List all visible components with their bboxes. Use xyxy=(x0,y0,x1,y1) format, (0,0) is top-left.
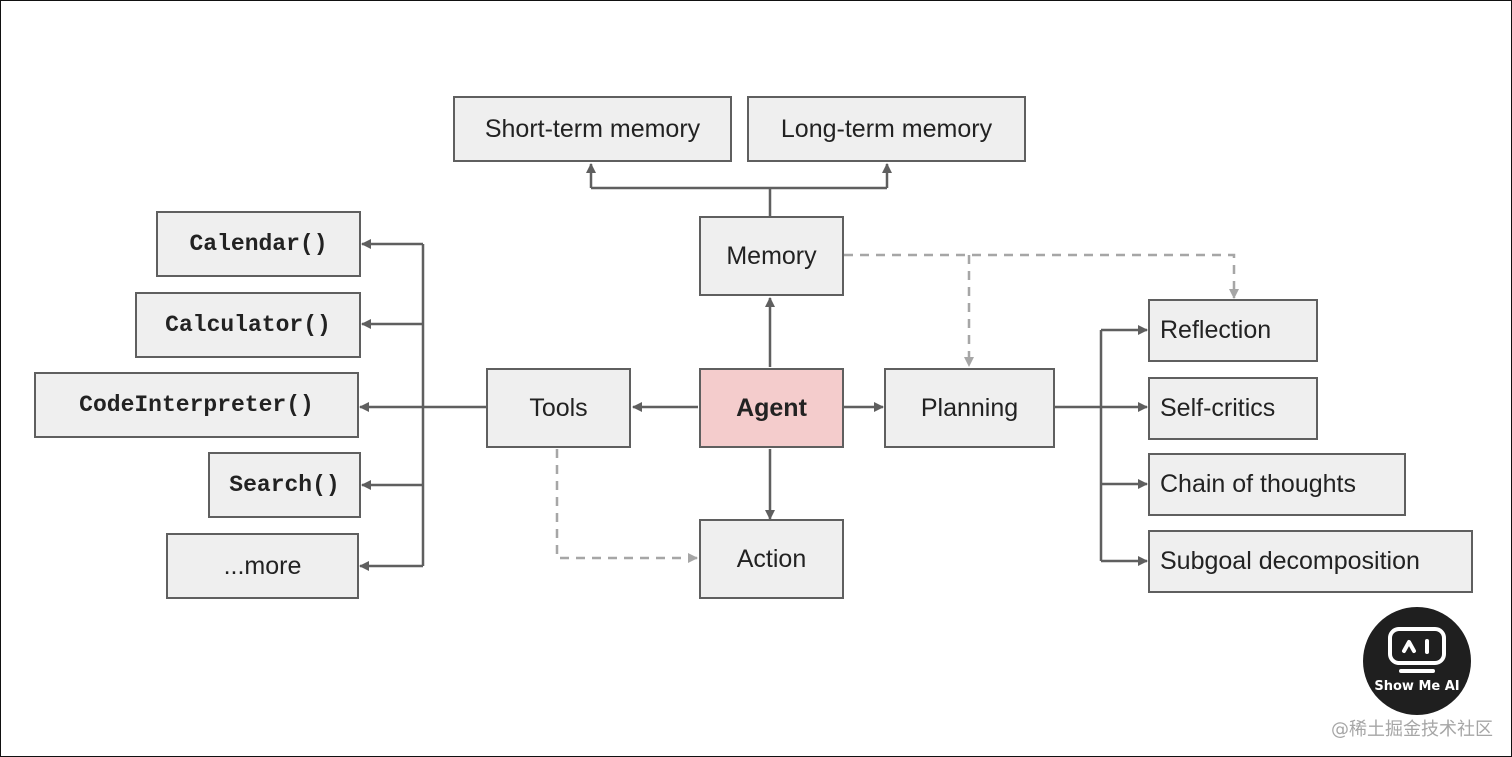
show-me-ai-logo: Show Me AI xyxy=(1363,607,1471,715)
subgoal-decomposition-node: Subgoal decomposition xyxy=(1148,530,1473,593)
agent-node: Agent xyxy=(699,368,844,448)
short-term-memory-node: Short-term memory xyxy=(453,96,732,162)
calculator-tool-node: Calculator() xyxy=(135,292,361,358)
calendar-tool-node: Calendar() xyxy=(156,211,361,277)
more-tools-node: ...more xyxy=(166,533,359,599)
search-tool-node: Search() xyxy=(208,452,361,518)
memory-node: Memory xyxy=(699,216,844,296)
chain-of-thoughts-node: Chain of thoughts xyxy=(1148,453,1406,516)
long-term-memory-node: Long-term memory xyxy=(747,96,1026,162)
self-critics-node: Self-critics xyxy=(1148,377,1318,440)
watermark: @稀土掘金技术社区 xyxy=(1331,719,1493,740)
tools-node: Tools xyxy=(486,368,631,448)
logo-text: Show Me AI xyxy=(1374,679,1460,694)
dashed-edge-tools-to-action xyxy=(555,449,698,563)
robot-icon xyxy=(1388,627,1446,673)
planning-node: Planning xyxy=(884,368,1055,448)
edge-memory-to-memory-types xyxy=(591,186,887,216)
code-interpreter-tool-node: CodeInterpreter() xyxy=(34,372,359,438)
edge-tools-to-tool-list xyxy=(421,244,486,566)
action-node: Action xyxy=(699,519,844,599)
edge-planning-to-subitems xyxy=(1055,330,1103,561)
dashed-edge-memory-to-reflection xyxy=(844,253,1239,299)
reflection-node: Reflection xyxy=(1148,299,1318,362)
